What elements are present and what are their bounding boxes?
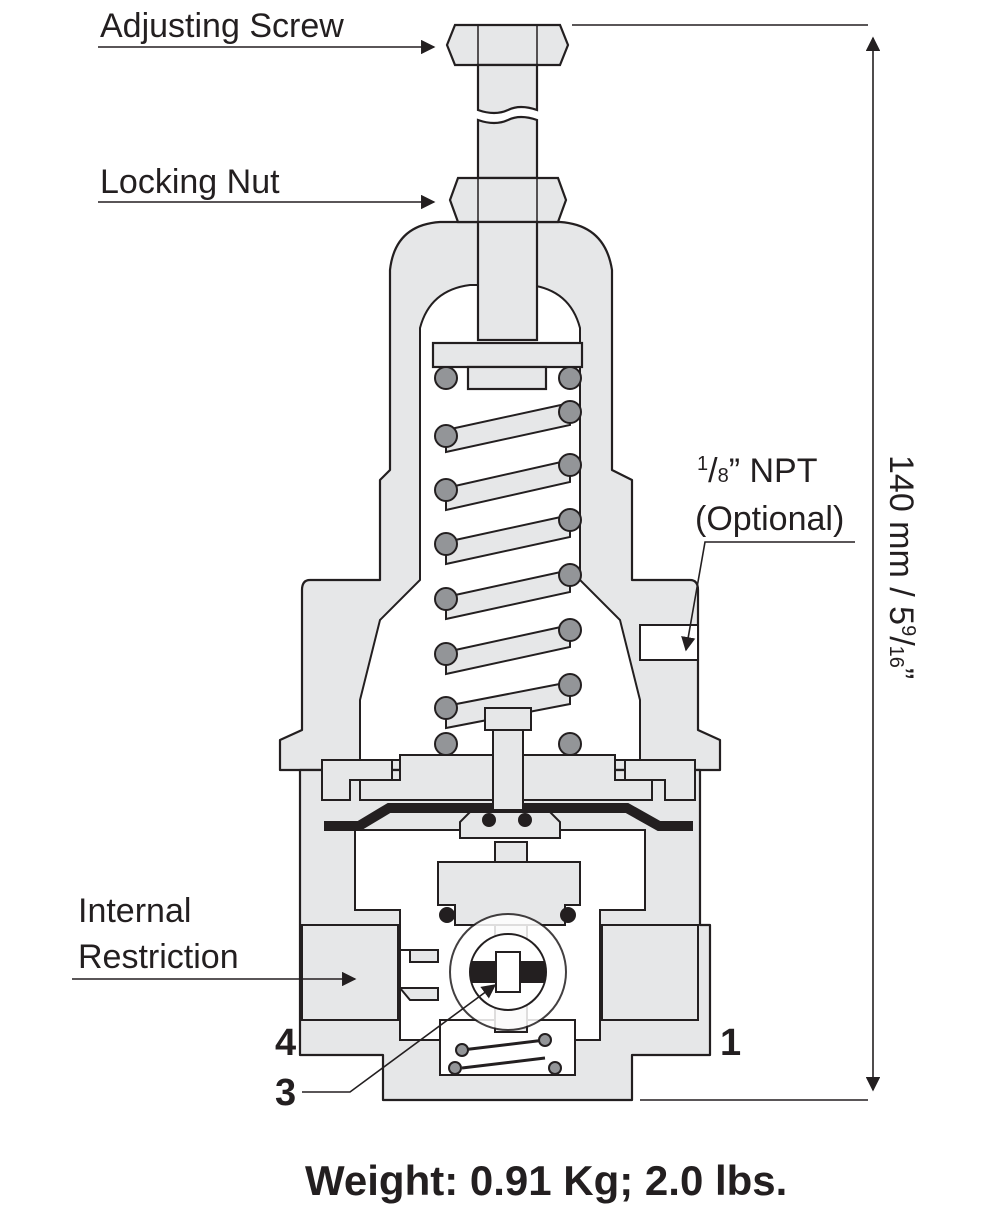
restriction-fingers [400, 949, 439, 963]
outlet-port [601, 924, 699, 1021]
spring-button [431, 341, 584, 369]
npt-optional-label: (Optional) [695, 500, 844, 538]
dimension-frac-den: 16 [885, 646, 907, 668]
bottom-spring [461, 1038, 546, 1070]
weight-label: Weight: 0.91 Kg; 2.0 lbs. [305, 1157, 787, 1204]
dimension-unit: ” [882, 668, 920, 679]
adjusting-screw-label: Adjusting Screw [100, 7, 344, 45]
internal-restriction-line2: Restriction [78, 938, 239, 976]
dimension-main: 140 mm / 5 [882, 455, 920, 625]
adjusting-screw-assembly [431, 23, 584, 391]
stem-nut [484, 707, 532, 731]
port-3-label: 3 [275, 1072, 296, 1114]
locking-nut [448, 176, 568, 224]
spring [434, 366, 582, 756]
npt-label: 1/8” NPT [697, 452, 817, 490]
dimension-label: 140 mm / 59/16” [882, 455, 920, 679]
callout-lines [72, 24, 881, 1101]
diaphragm [324, 803, 693, 831]
dimension-frac-num: 9 [897, 625, 919, 636]
screw-shaft-inner [476, 220, 539, 342]
screw-shaft-upper [476, 63, 539, 115]
adjusting-screw-head [445, 23, 570, 67]
npt-text: ” NPT [729, 452, 818, 490]
seat-block [459, 811, 561, 839]
locking-nut-label: Locking Nut [100, 163, 280, 201]
port-4-label: 4 [275, 1022, 296, 1064]
npt-fraction-denominator: 8 [718, 465, 729, 487]
screw-shaft-lower [476, 115, 539, 180]
inlet-port [301, 924, 399, 1021]
valve-cartridge [397, 861, 581, 1075]
npt-fraction-numerator: 1 [697, 453, 708, 475]
port-1-label: 1 [720, 1022, 741, 1064]
internal-restriction-line1: Internal [78, 892, 191, 930]
